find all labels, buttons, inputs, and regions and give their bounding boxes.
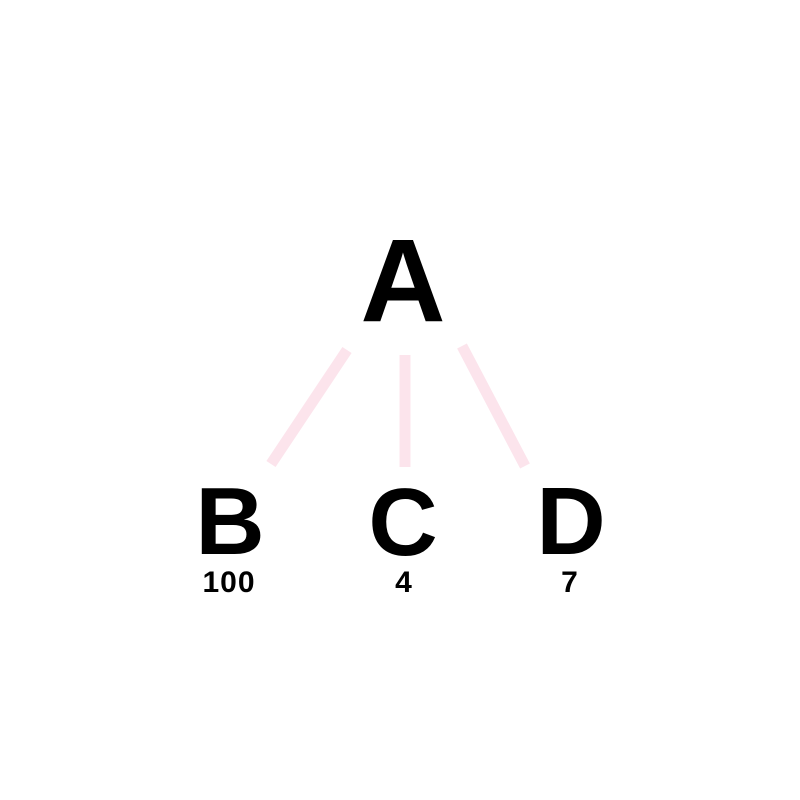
node-b-value: 100 [202,566,256,599]
node-c-value: 4 [395,566,413,599]
node-a-label: A [360,215,446,347]
node-c-label: C [368,469,438,576]
node-d-label: D [536,468,606,575]
node-d-value: 7 [561,566,579,599]
node-b-label: B [195,468,265,575]
edge-a-b [266,346,352,468]
edge-a-d [457,343,530,469]
